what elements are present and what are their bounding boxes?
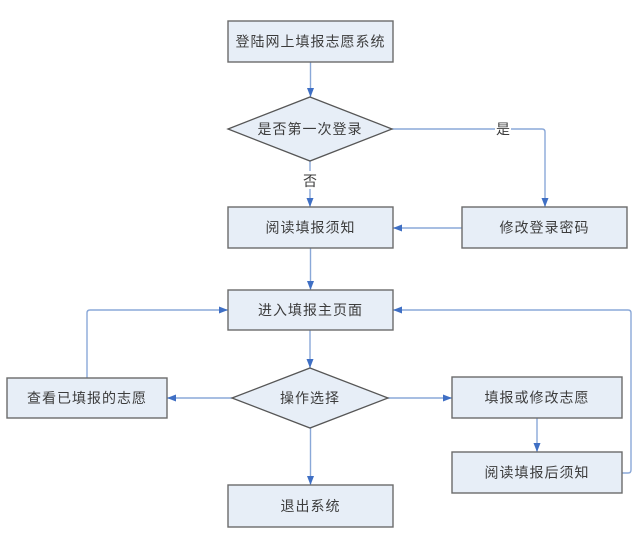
node-fill-or-modify-label: 填报或修改志愿 [485, 391, 590, 407]
node-change-password: 修改登录密码 [461, 206, 628, 249]
node-exit-system-box [227, 484, 394, 528]
node-fill-or-modify: 填报或修改志愿 [451, 376, 623, 419]
node-main-page: 进入填报主页面 [227, 289, 394, 331]
node-fill-or-modify-box [451, 376, 623, 419]
decision-first-login-check: 是否第一次登录 [226, 96, 394, 162]
edge-label-yes-bg [495, 120, 511, 138]
node-exit-system-label: 退出系统 [281, 499, 341, 515]
node-login-box [227, 20, 394, 63]
edge-label-no-text: 否 [303, 175, 317, 190]
edge-label-no: 否 [302, 171, 318, 190]
edges [86, 62, 632, 485]
edge-first-login-check-yes-to-change-password [392, 128, 549, 207]
node-change-password-label: 修改登录密码 [500, 220, 590, 237]
node-exit-system: 退出系统 [227, 484, 394, 528]
edge-label-yes-text: 是 [496, 123, 510, 138]
node-change-password-box [461, 206, 628, 249]
decision-operation-choice-label: 操作选择 [280, 391, 340, 407]
node-read-after-notice: 阅读填报后须知 [451, 451, 623, 494]
node-login: 登陆网上填报志愿系统 [227, 20, 394, 63]
node-read-after-notice-label: 阅读填报后须知 [485, 465, 590, 482]
node-view-filled-label: 查看已填报的志愿 [27, 391, 147, 407]
decision-operation-choice: 操作选择 [230, 367, 390, 429]
edge-label-yes: 是 [495, 120, 511, 138]
edge-view-filled-to-main-page [86, 306, 228, 378]
node-view-filled-box [6, 377, 168, 419]
decision-operation-choice-shape [230, 367, 390, 429]
decision-first-login-check-label: 是否第一次登录 [258, 121, 363, 138]
edge-label-no-bg [302, 171, 318, 189]
node-main-page-label: 进入填报主页面 [258, 303, 363, 319]
node-read-after-notice-box [451, 451, 623, 494]
node-login-label: 登陆网上填报志愿系统 [236, 35, 386, 51]
node-view-filled: 查看已填报的志愿 [6, 377, 168, 419]
decision-first-login-check-shape [226, 96, 394, 162]
node-read-notice: 阅读填报须知 [227, 206, 394, 249]
node-read-notice-label: 阅读填报须知 [266, 220, 356, 237]
edge-read-after-notice-to-main-page [393, 306, 632, 474]
node-main-page-box [227, 289, 394, 331]
node-read-notice-box [227, 206, 394, 249]
